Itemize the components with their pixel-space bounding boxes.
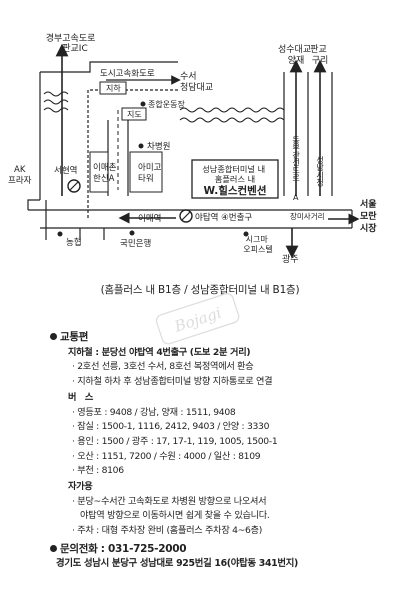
- bus-line-2: · 잠실 : 1500-1, 1116, 2412, 9403 / 안양 : 3…: [72, 421, 270, 433]
- label-sigma: 시그마 오피스텔: [243, 235, 272, 254]
- label-venue-name: W.힐스컨벤션: [203, 184, 266, 197]
- info-section: 교통편 지하철 : 분당선 야탑역 4번출구 (도보 2분 거리) · 2호선 …: [50, 330, 398, 571]
- label-east-ring-suffix: A: [293, 193, 299, 202]
- subway-line-1: · 2호선 선릉, 3호선 수서, 8호선 복정역에서 환승: [72, 361, 254, 373]
- nonghyup-marker: [57, 231, 63, 237]
- label-suseo: 수서 청담대교: [180, 71, 213, 93]
- label-gwangju: 광주: [282, 253, 299, 265]
- label-seongsu: 성수대교 양재: [278, 44, 314, 66]
- label-east-ring: 동부간선도로: [291, 136, 300, 181]
- label-city-hall: 성남시청: [315, 156, 324, 187]
- car-line-1: · 분당~수서간 고속화도로 차병원 방향으로 나오셔서: [72, 495, 267, 507]
- label-city-highway: 도시고속화도로: [100, 69, 155, 79]
- bullet-icon: [50, 544, 57, 552]
- bus-line-5: · 부천 : 8106: [72, 465, 124, 477]
- label-ak-plaza: AK 프라자: [8, 165, 32, 186]
- sigma-marker: [243, 231, 249, 237]
- label-imae-station: 이매역: [138, 213, 161, 224]
- jido-box: [121, 107, 147, 121]
- car-label: 자가용: [68, 481, 93, 493]
- amigo-block: [129, 151, 163, 193]
- map-caption: (홈플러스 내 B1층 / 성남종합터미널 내 B1층): [100, 284, 300, 296]
- label-jangmi: 장미사거리: [290, 211, 325, 221]
- subway-line-2: · 지하철 하차 후 성남종합터미널 방향 지하통로로 연결: [72, 376, 273, 388]
- bus-label: 버 스: [68, 391, 94, 403]
- jiha-box: [99, 81, 127, 95]
- label-seoul-moran: 서울 모란 시장: [360, 198, 380, 234]
- label-nonghyup: 농협: [66, 237, 82, 248]
- label-cha-hospital: 차병원: [147, 142, 170, 152]
- contact-phone: 문의전화 : 031-725-2000: [50, 542, 398, 557]
- cha-hospital-marker: [138, 143, 144, 149]
- label-seohyeon: 서현역: [54, 165, 77, 176]
- label-jiha: 지하: [106, 83, 121, 93]
- label-amigo: 아미고 타워: [138, 162, 164, 184]
- bus-line-3: · 용인 : 1500 / 광주 : 17, 17-1, 119, 1005, …: [72, 435, 278, 447]
- label-sports-ground: 종합운동장: [148, 99, 185, 109]
- contact-address: 경기도 성남시 분당구 성남대로 925번길 16(야탑동 341번지): [56, 557, 299, 569]
- bus-line-4: · 오산 : 1151, 7200 / 수원 : 4000 / 일산 : 810…: [72, 450, 261, 462]
- imaechon-block: [89, 151, 109, 193]
- sports-ground-marker: [140, 101, 146, 107]
- label-jido: 지도: [127, 110, 142, 119]
- label-imaechon: 이매촌 한신A: [93, 162, 119, 184]
- location-map: 경부고속도로 판교IC 도시고속화도로 수서 청담대교 지하 지도 종합운동장 …: [8, 32, 380, 265]
- venue-box: [191, 159, 279, 199]
- bullet-icon: [50, 333, 57, 340]
- label-yatap: 야탑역 ④번출구: [195, 212, 252, 223]
- car-line-3: · 주차 : 대형 주차장 완비 (홈플러스 주차장 4~6층): [72, 525, 263, 537]
- label-kookmin: 국민은행: [120, 238, 151, 249]
- label-pangyo-guri: 판교 구리: [310, 44, 329, 66]
- car-line-2: 야탑역 방향으로 이동하시면 쉽게 찾을 수 있습니다.: [80, 510, 270, 522]
- bus-line-1: · 영등포 : 9408 / 강남, 양재 : 1511, 9408: [72, 406, 236, 418]
- label-venue: 성남종합터미널 내 홈플러스 내: [202, 164, 267, 184]
- river-waves: [43, 91, 285, 123]
- watermark-logo: Bojagi: [155, 293, 240, 345]
- transport-title: 교통편: [50, 330, 398, 345]
- kookmin-marker: [129, 230, 135, 236]
- label-top-left-dest: 경부고속도로 판교IC: [46, 32, 99, 54]
- subway-label: 지하철 : 분당선 야탑역 4번출구 (도보 2분 거리): [68, 346, 251, 358]
